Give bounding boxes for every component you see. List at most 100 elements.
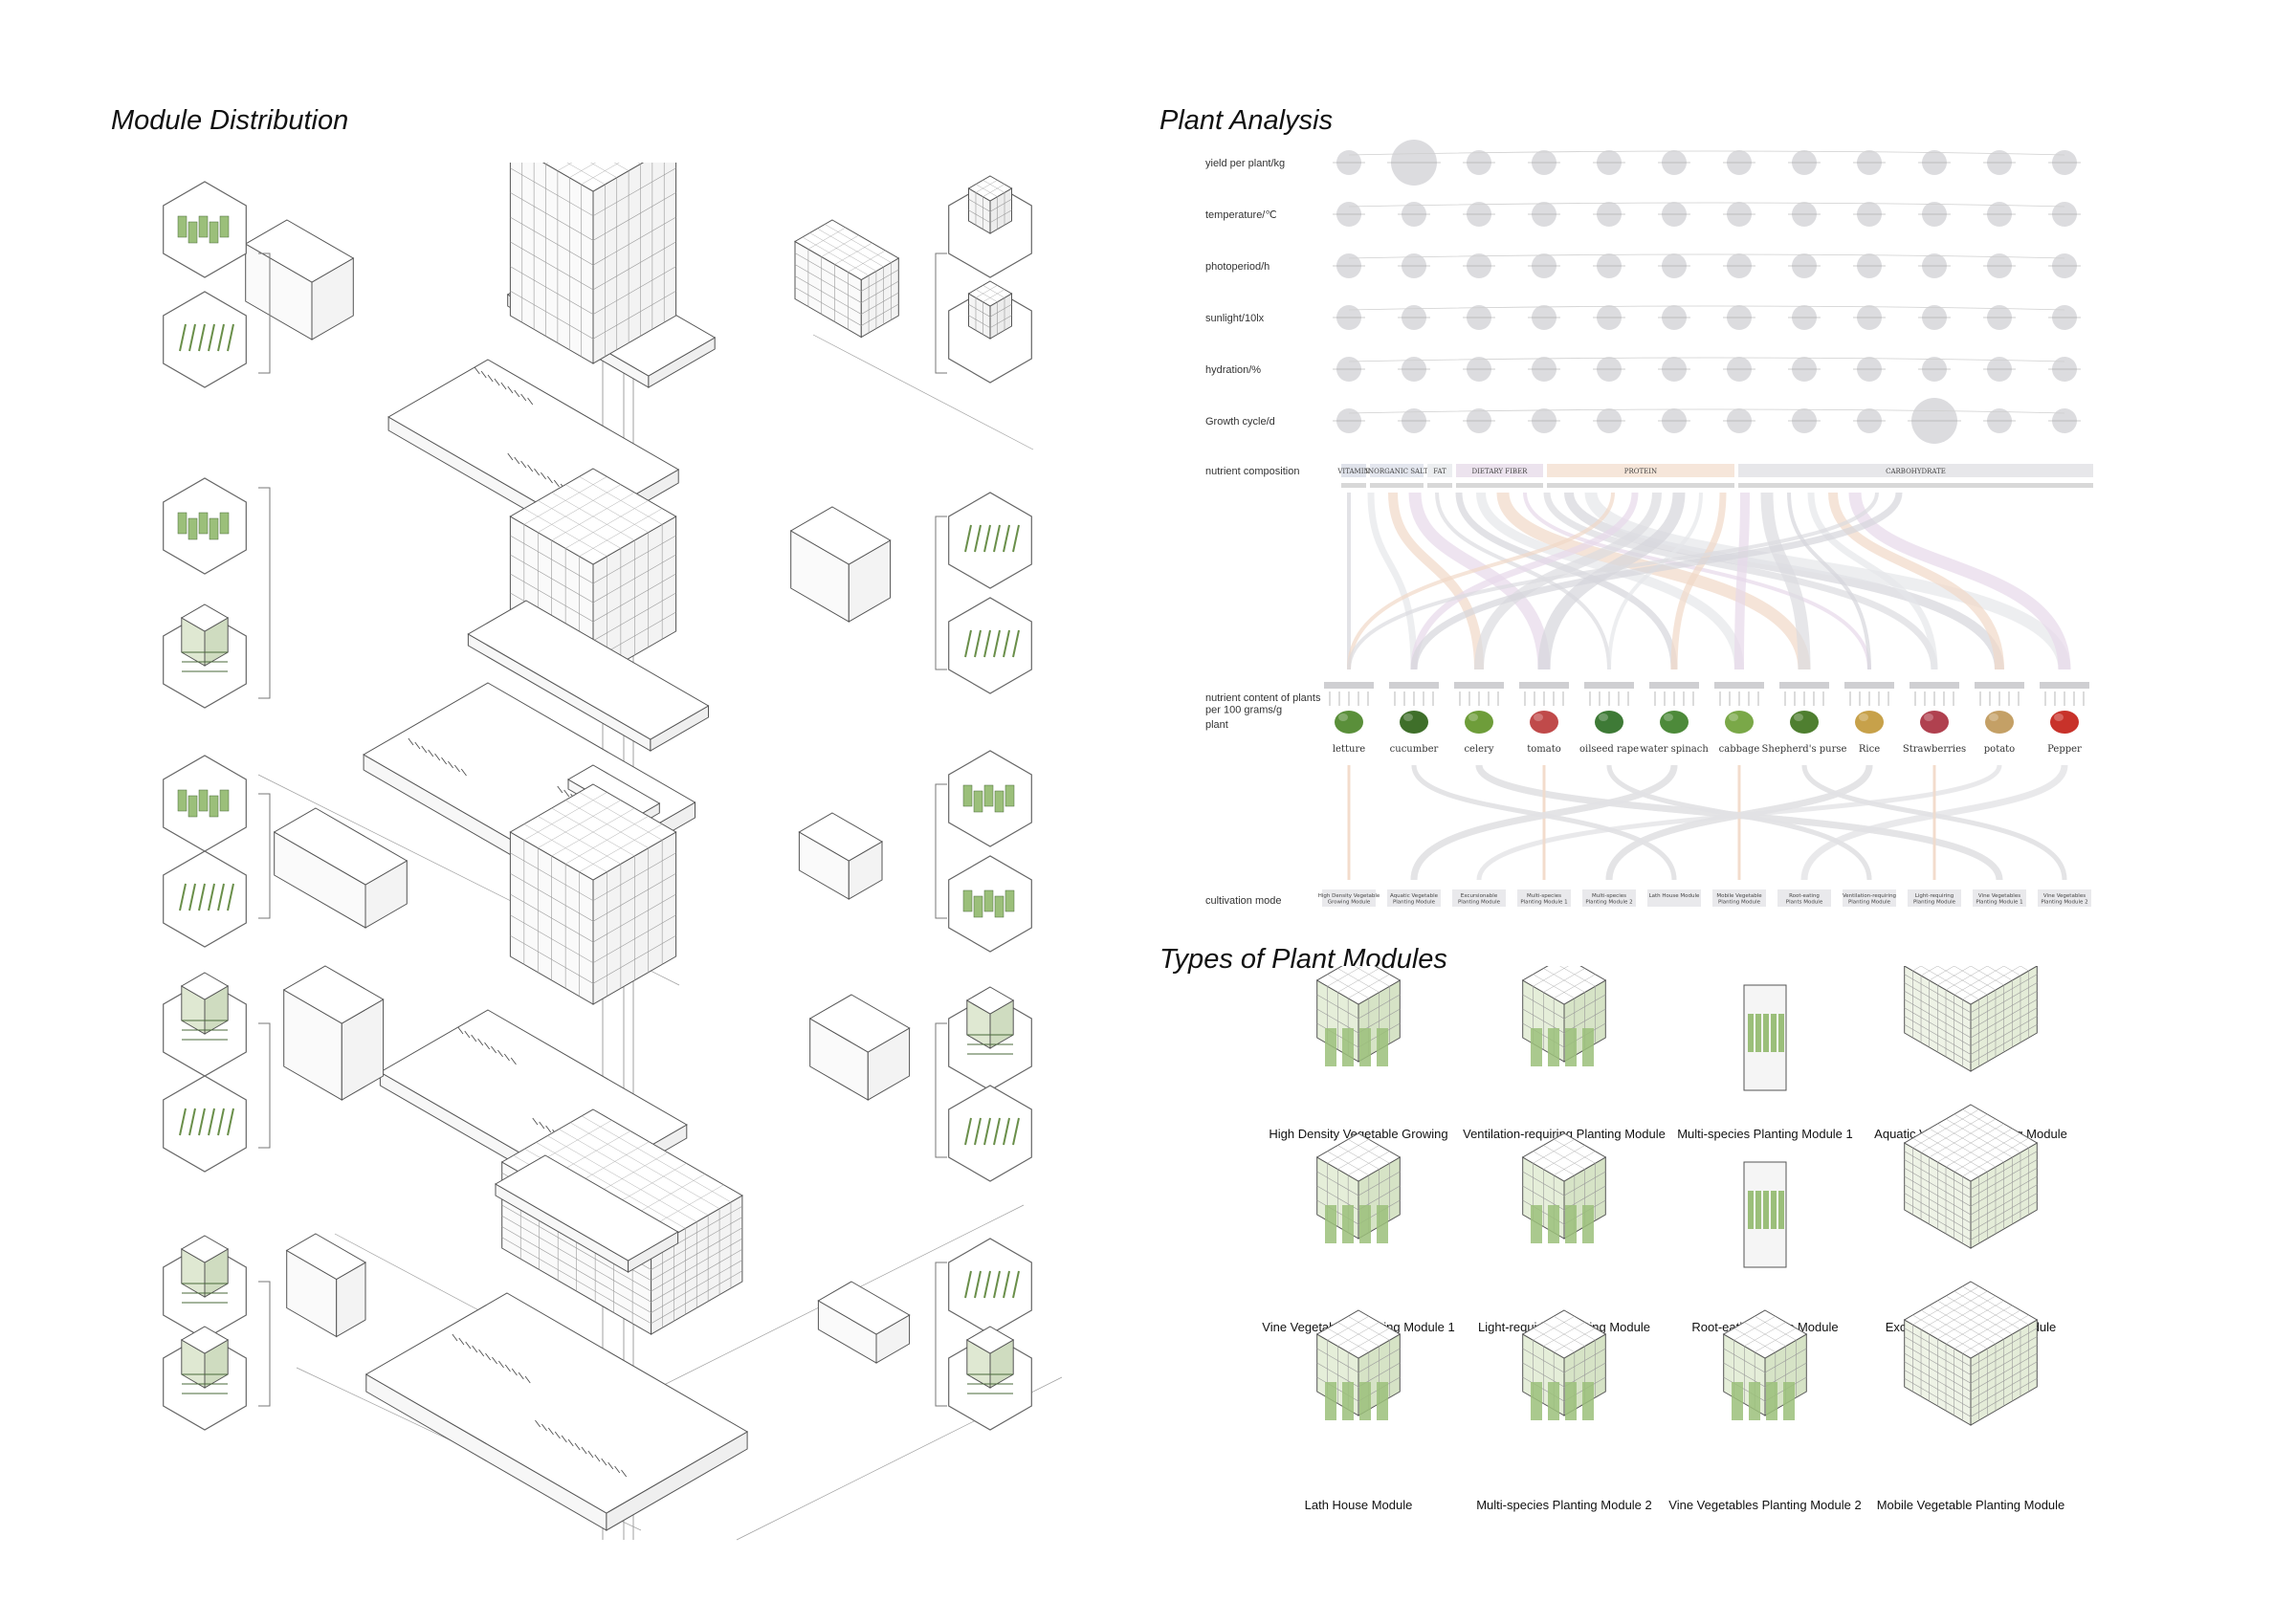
level-4-side-box-right xyxy=(808,994,911,1101)
nutrient-content-bar xyxy=(1910,682,1959,689)
nutrient-flow-curve xyxy=(1848,492,2071,670)
module-thumbnail-right xyxy=(948,986,1032,1091)
plant-icon-highlight xyxy=(1338,713,1348,721)
cultivation-mode-text: Lath House Module xyxy=(1649,893,1700,899)
nutrient-label: FAT xyxy=(1433,468,1446,475)
nutrient-flow-curve xyxy=(1410,492,1903,670)
nutrient-content-bar xyxy=(1649,682,1699,689)
cultivation-mode-box xyxy=(1452,889,1506,907)
level-4-grid-tower xyxy=(509,783,677,1005)
module-thumbnail-right xyxy=(948,750,1032,847)
module-thumbnail-left xyxy=(163,1235,247,1340)
plant-icon-shape xyxy=(2050,711,2079,734)
nutrient-label: INORGANIC SALT xyxy=(1365,468,1428,475)
nutrient-content-bar xyxy=(1519,682,1569,689)
plant-icon-shape xyxy=(1790,711,1819,734)
module-thumbnail-left xyxy=(163,972,247,1077)
axon-drawing xyxy=(163,163,1063,1541)
nutrient-flow-curve xyxy=(1410,492,1639,670)
bracket-left xyxy=(258,793,271,919)
cultivation-mode-box xyxy=(1647,889,1701,907)
nutrient-label: CARBOHYDRATE xyxy=(1886,468,1946,475)
nutrient-content-bar xyxy=(1844,682,1894,689)
level-1-grid-tower xyxy=(509,163,677,364)
nutrient-label: DIETARY FIBER xyxy=(1472,468,1529,475)
plant-icon xyxy=(1595,711,1623,734)
plant-icon-shape xyxy=(1725,711,1754,734)
plant-name-label: cucumber xyxy=(1390,744,1439,755)
level-5-side-box-left xyxy=(285,1233,367,1338)
level-4-planters xyxy=(457,1026,517,1065)
module-thumbnail-right xyxy=(948,492,1032,589)
row-trend-line xyxy=(1348,305,2065,311)
plant-icon-highlight xyxy=(1989,713,1998,721)
plant-icon xyxy=(1660,711,1689,734)
module-thumbnail-left xyxy=(163,477,247,575)
plant-icon-highlight xyxy=(1794,713,1803,721)
plant-icon-shape xyxy=(1920,711,1949,734)
row-label: Growth cycle/d xyxy=(1205,416,1275,428)
nutrient-band xyxy=(1370,464,1424,477)
level-5-upper-slab xyxy=(494,1154,679,1273)
level-2-side-box xyxy=(789,506,892,623)
plant-name-label: potato xyxy=(1984,744,2015,755)
level-3-side-box-left xyxy=(273,807,408,929)
nutrient-content-bar xyxy=(2040,682,2089,689)
plant-module-illustration xyxy=(1315,966,1402,1066)
plant-analysis-title: Plant Analysis xyxy=(1159,105,1334,136)
row-trend-line xyxy=(1348,150,2065,156)
row-label: hydration/% xyxy=(1205,364,1261,376)
cultivation-mode-box xyxy=(1387,889,1441,907)
nutrient-flow-curve xyxy=(1734,492,1750,670)
plant-icon xyxy=(2050,711,2079,734)
plant-analysis-diagram: yield per plant/kgtemperature/℃photoperi… xyxy=(1205,140,2093,907)
module-thumbnail-right xyxy=(948,175,1032,278)
module-thumbnail-left xyxy=(163,755,247,852)
plant-icon-shape xyxy=(1660,711,1689,734)
bracket-left xyxy=(258,1022,271,1149)
cultivation-flow-curve xyxy=(1410,764,1678,881)
nutrient-content-bar xyxy=(1584,682,1634,689)
nutrient-baseline xyxy=(1456,483,1543,488)
module-thumbnail-right xyxy=(948,1326,1032,1431)
plant-module-illustration xyxy=(1743,1161,1787,1268)
module-thumbnail-left xyxy=(163,1075,247,1173)
nutrient-content-bar xyxy=(1454,682,1504,689)
level-4-side-box-left xyxy=(282,965,385,1101)
plant-module-illustration xyxy=(1743,984,1787,1091)
nutrient-flow-curve xyxy=(1787,492,1871,670)
plant-icon-shape xyxy=(1855,711,1884,734)
bracket-left xyxy=(258,487,271,699)
nutrient-flow-curve xyxy=(1760,492,1811,670)
module-thumbnail-right xyxy=(948,855,1032,953)
plant-module-caption: Mobile Vegetable Planting Module xyxy=(1877,1498,2065,1512)
cultivation-mode-box xyxy=(1517,889,1571,907)
nutrient-band xyxy=(1341,464,1366,477)
nutrient-baseline xyxy=(1738,483,2093,488)
plant-icon-shape xyxy=(1465,711,1493,734)
plant-module-caption: Vine Vegetables Planting Module 2 xyxy=(1668,1498,1861,1512)
plant-icon-highlight xyxy=(1534,713,1543,721)
plant-icon xyxy=(1790,711,1819,734)
plant-icon xyxy=(1985,711,2014,734)
row-trend-line xyxy=(1348,357,2065,362)
level-3-side-box-right xyxy=(798,812,884,900)
plant-icon xyxy=(1400,711,1428,734)
cultivation-mode-box xyxy=(1843,889,1896,907)
bracket-right xyxy=(935,252,947,374)
level-1-side-box-left xyxy=(244,219,355,340)
nutrient-band xyxy=(1738,464,2093,477)
plant-icon xyxy=(1335,711,1363,734)
plant-modules-catalogue: High Density Vegetable GrowingModuleVent… xyxy=(1262,966,2067,1512)
plant-icon-highlight xyxy=(1664,713,1673,721)
row-trend-line xyxy=(1348,202,2065,208)
plant-module-illustration xyxy=(1903,966,2039,1072)
row-label: sunlight/10lx xyxy=(1205,313,1265,324)
plant-name-label: celery xyxy=(1464,744,1493,755)
plant-name-label: Rice xyxy=(1859,744,1880,755)
plant-icon-highlight xyxy=(1599,713,1608,721)
